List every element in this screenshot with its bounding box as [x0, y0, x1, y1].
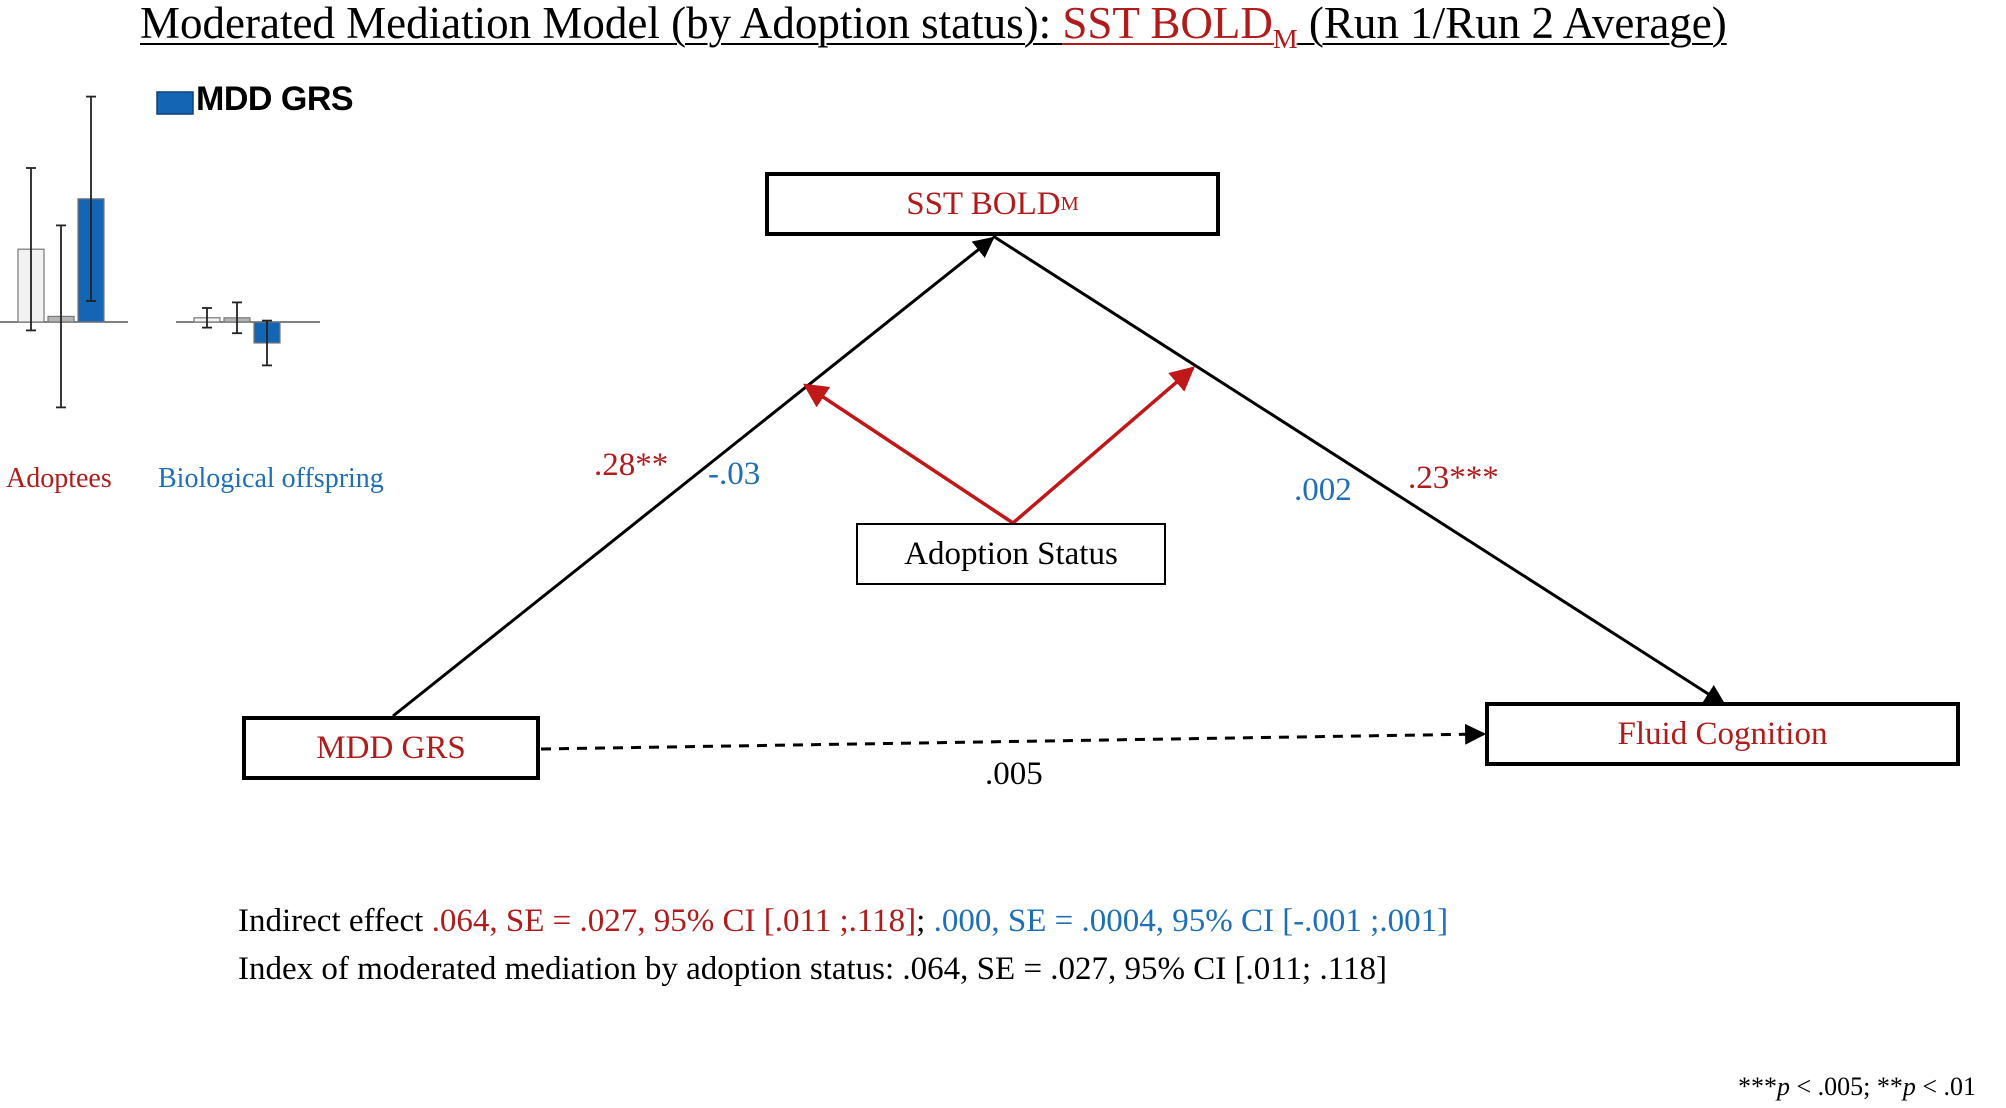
coef-c-prime: .005 — [985, 756, 1043, 792]
group-label-biological: Biological offspring — [158, 463, 384, 494]
indirect-effect-adoptees: .064, SE = .027, 95% CI [.011 ;.118] — [431, 903, 917, 939]
coef-a-adoptees: .28** — [594, 447, 669, 483]
title-prefix: Moderated Mediation Model (by Adoption s… — [140, 0, 1063, 48]
path-a-arrow — [392, 236, 995, 718]
path-b-arrow — [992, 234, 1726, 706]
title-suffix: (Run 1/Run 2 Average) — [1297, 0, 1727, 48]
moderated-mediation-line: Index of moderated mediation by adoption… — [238, 951, 1387, 987]
coef-a-bio: -.03 — [708, 456, 761, 492]
node-outcome: Fluid Cognition — [1485, 702, 1960, 766]
node-predictor: MDD GRS — [242, 716, 540, 780]
page-title: Moderated Mediation Model (by Adoption s… — [140, 0, 1727, 55]
legend-swatch — [156, 91, 194, 115]
significance-footnote: ***p < .005; **p < .01 — [1738, 1072, 1977, 1101]
title-highlight: SST BOLDM — [1062, 0, 1298, 55]
coef-b-adoptees: .23*** — [1408, 460, 1499, 496]
legend-label: MDD GRS — [196, 80, 354, 118]
indirect-effect-bio: .000, SE = .0004, 95% CI [-.001 ;.001] — [933, 903, 1449, 939]
moderator-arrow-a — [802, 383, 1014, 525]
bar-group — [0, 95, 320, 409]
inset-bar-chart — [0, 91, 320, 409]
moderator-arrow-b — [1011, 366, 1195, 525]
path-c-prime-arrow — [540, 723, 1487, 751]
node-moderator: Adoption Status — [856, 523, 1166, 585]
group-label-adoptees: Adoptees — [6, 463, 112, 494]
indirect-effect-line: Indirect effect .064, SE = .027, 95% CI … — [238, 903, 1449, 939]
coef-b-bio: .002 — [1294, 472, 1352, 508]
stats-block: Indirect effect .064, SE = .027, 95% CI … — [238, 897, 1448, 993]
